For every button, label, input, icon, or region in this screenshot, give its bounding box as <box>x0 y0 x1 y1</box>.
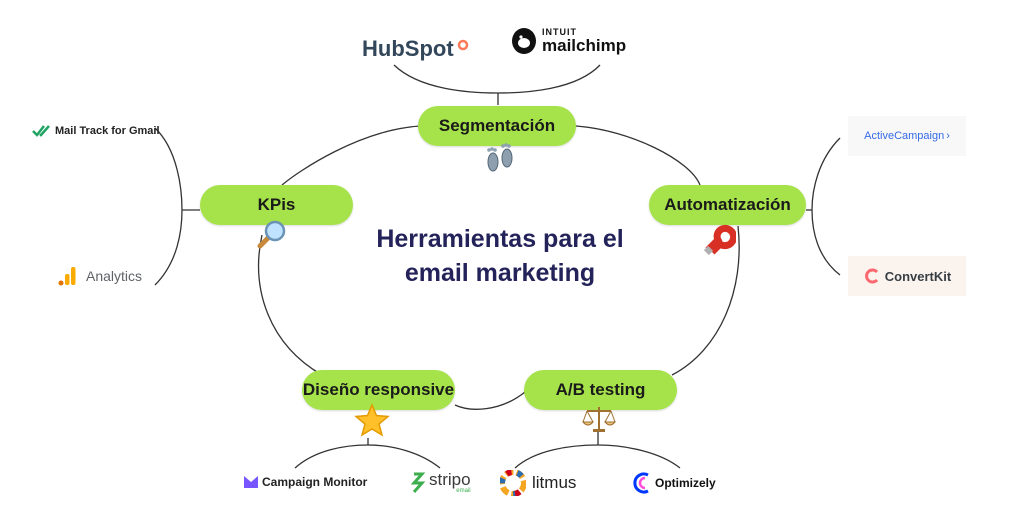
analytics-bars-icon <box>58 267 76 286</box>
logo-litmus: litmus <box>500 470 576 496</box>
double-check-icon <box>32 125 50 137</box>
mailchimp-text: mailchimp <box>542 36 627 55</box>
optimizely-text: Optimizely <box>655 476 716 490</box>
litmus-text: litmus <box>532 473 577 492</box>
logo-analytics: Analytics <box>58 266 142 286</box>
bracket-bottom-right <box>514 444 681 469</box>
mailchimp-freddie-icon <box>512 28 536 54</box>
center-title-line1: Herramientas para el <box>376 225 624 253</box>
node-automatizacion: Automatización <box>649 185 806 225</box>
footprints-icon <box>487 143 513 172</box>
magnifier-icon <box>257 220 286 249</box>
center-title: Herramientas para el email marketing <box>340 222 660 290</box>
convertkit-text: ConvertKit <box>884 268 952 284</box>
node-segmentacion: Segmentación <box>418 106 576 146</box>
convertkit-icon <box>864 268 878 284</box>
activecampaign-text: ActiveCampaign <box>864 130 945 142</box>
main-cycle-loop <box>281 125 421 186</box>
node-ab-testing: A/B testing <box>524 370 677 410</box>
logo-campaign-monitor: Campaign Monitor <box>244 475 367 489</box>
balance-scale-icon <box>582 407 616 432</box>
logo-mailchimp: INTUIT mailchimp <box>510 26 626 56</box>
campaign-monitor-text: Campaign Monitor <box>262 475 368 489</box>
center-title-line2: email marketing <box>404 259 596 287</box>
star-icon <box>354 403 390 437</box>
logo-mailtrack: Mail Track for Gmail <box>32 124 160 138</box>
logo-optimizely: Optimizely <box>632 472 716 494</box>
stripo-sub-text: email <box>456 488 471 494</box>
logo-convertkit: ConvertKit <box>848 256 966 296</box>
stripo-icon <box>410 472 426 493</box>
campaign-monitor-icon <box>244 476 258 488</box>
loop-diseno-kpis <box>258 234 323 376</box>
bracket-left <box>154 127 183 286</box>
node-kpis: KPis <box>200 185 353 225</box>
chevron-right-icon: › <box>946 130 950 142</box>
loop-seg-auto <box>575 125 701 186</box>
hubspot-text: HubSpot <box>362 36 454 61</box>
hubspot-sprocket-icon <box>457 39 468 51</box>
magnet-icon <box>703 224 736 256</box>
logo-hubspot: HubSpot <box>362 36 470 62</box>
litmus-wheel-icon <box>500 470 526 496</box>
logo-activecampaign: ActiveCampaign › <box>848 116 966 156</box>
mailchimp-intuit-text: INTUIT <box>542 27 577 37</box>
stripo-text: stripo <box>429 470 471 489</box>
analytics-text: Analytics <box>86 268 143 284</box>
loop-ab-diseno <box>454 391 526 410</box>
loop-auto-ab <box>671 225 740 376</box>
bracket-top <box>393 64 601 94</box>
mailtrack-text: Mail Track for Gmail <box>55 125 160 137</box>
optimizely-icon <box>633 472 649 494</box>
bracket-bottom-left <box>294 444 441 469</box>
node-diseno-responsive: Diseño responsive <box>302 370 455 410</box>
bracket-right <box>811 137 841 276</box>
logo-stripo: stripo email <box>410 471 471 494</box>
